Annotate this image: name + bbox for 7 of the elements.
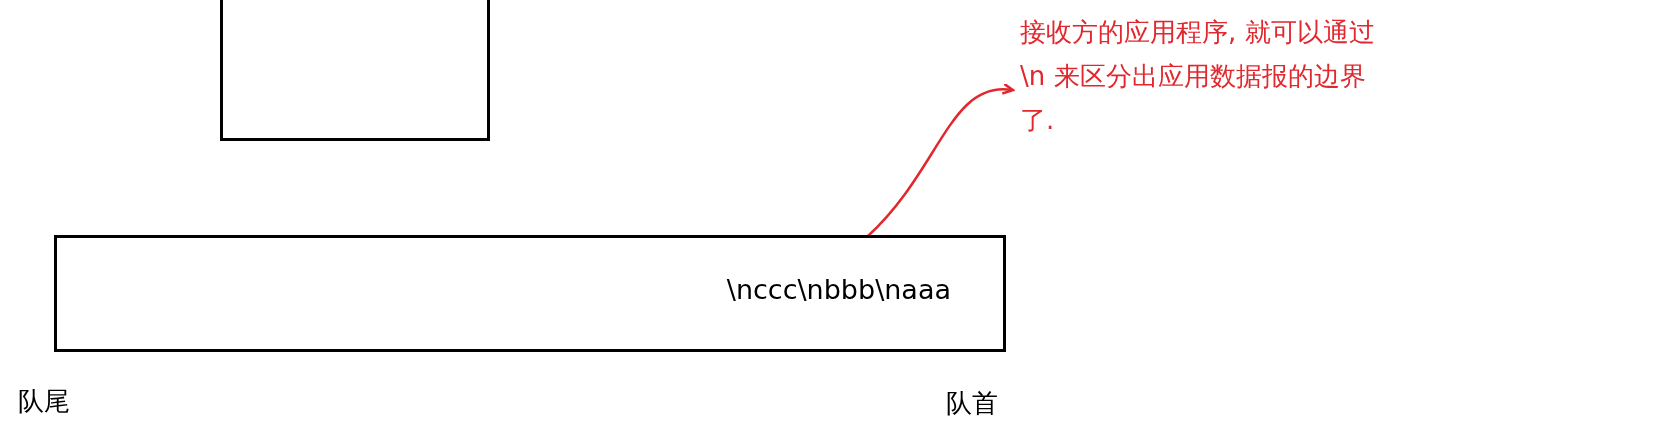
queue-tail-label: 队尾 (18, 385, 70, 418)
queue-head-label: 队首 (946, 387, 998, 420)
arrow (867, 83, 1015, 237)
queue-content-text: \nccc\nbbb\naaa (726, 274, 951, 305)
queue-box (54, 235, 1006, 352)
empty-box (220, 0, 490, 141)
note-text: 接收方的应用程序, 就可以通过 \n 来区分出应用数据报的边界了. (1016, 4, 1400, 148)
